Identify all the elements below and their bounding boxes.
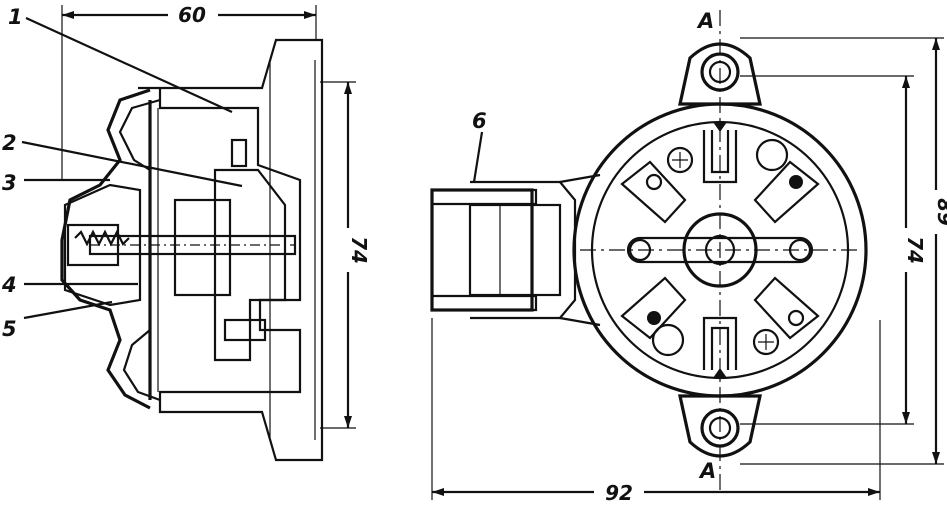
contact-arm-upper-right — [753, 160, 820, 224]
dimension-label: 74 — [903, 236, 927, 264]
front-view — [572, 10, 868, 490]
dimension-height-front: 74 — [740, 75, 927, 425]
terminal-top — [702, 130, 738, 184]
side-section-view — [60, 38, 324, 462]
dimension-label: 92 — [605, 481, 633, 505]
cable-connector — [430, 173, 601, 327]
mounting-flange-bottom — [678, 394, 762, 458]
part-labels: 1 2 3 4 5 6 — [1, 5, 487, 341]
contact-arm-lower-right — [753, 276, 820, 340]
section-mark-top: A — [696, 9, 714, 33]
terminal-bottom — [702, 316, 738, 370]
dimension-label: 89 — [933, 198, 947, 226]
part-label-2: 2 — [2, 131, 17, 155]
part-label-4: 4 — [1, 273, 17, 297]
housing-body — [138, 38, 324, 462]
contact-arm-upper-left — [620, 160, 687, 224]
contact-arm-lower-left — [620, 276, 687, 340]
dimension-width-side: 60 — [61, 2, 317, 180]
knob — [63, 183, 142, 307]
rotor — [173, 198, 232, 297]
dimension-label: 60 — [178, 3, 206, 27]
part-label-5: 5 — [2, 317, 17, 341]
part-label-1: 1 — [8, 5, 23, 29]
terminal-screws — [645, 122, 805, 378]
part-label-3: 3 — [2, 171, 17, 195]
section-mark-bottom: A — [698, 459, 716, 483]
dimension-label: 74 — [347, 236, 371, 264]
mounting-flange-top — [678, 42, 762, 106]
dimension-height-front-total: 89 — [740, 37, 947, 465]
dimension-height-side: 74 — [320, 81, 371, 429]
dimension-width-total: 92 — [431, 318, 881, 505]
part-label-6: 6 — [472, 109, 487, 133]
spring — [74, 229, 130, 247]
connector-thread — [430, 188, 538, 312]
mechanism-block — [213, 168, 287, 362]
cover-shell — [60, 88, 151, 410]
